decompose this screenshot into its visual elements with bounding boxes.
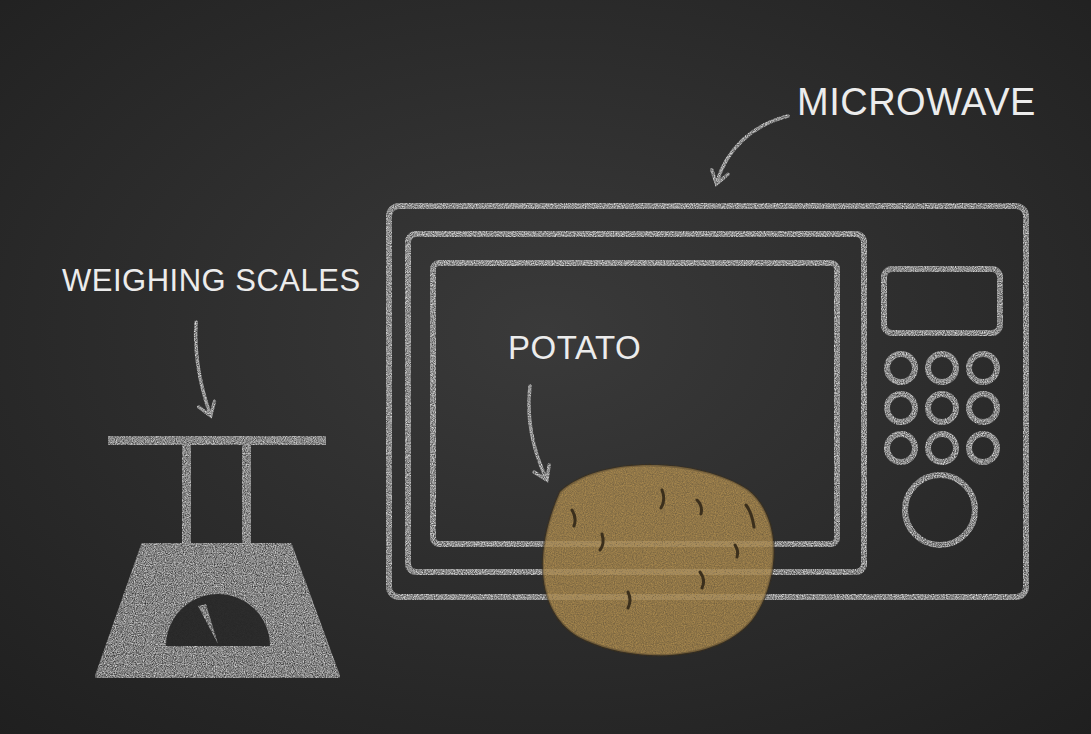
appliance-label: WEIGHING SCALES bbox=[62, 264, 361, 298]
appliance-label: MICROWAVE bbox=[797, 82, 1036, 124]
potato-drawing bbox=[543, 465, 774, 655]
food-label: POTATO bbox=[508, 330, 641, 366]
chalk-drawing bbox=[97, 116, 1026, 676]
scales-drawing bbox=[97, 436, 338, 676]
